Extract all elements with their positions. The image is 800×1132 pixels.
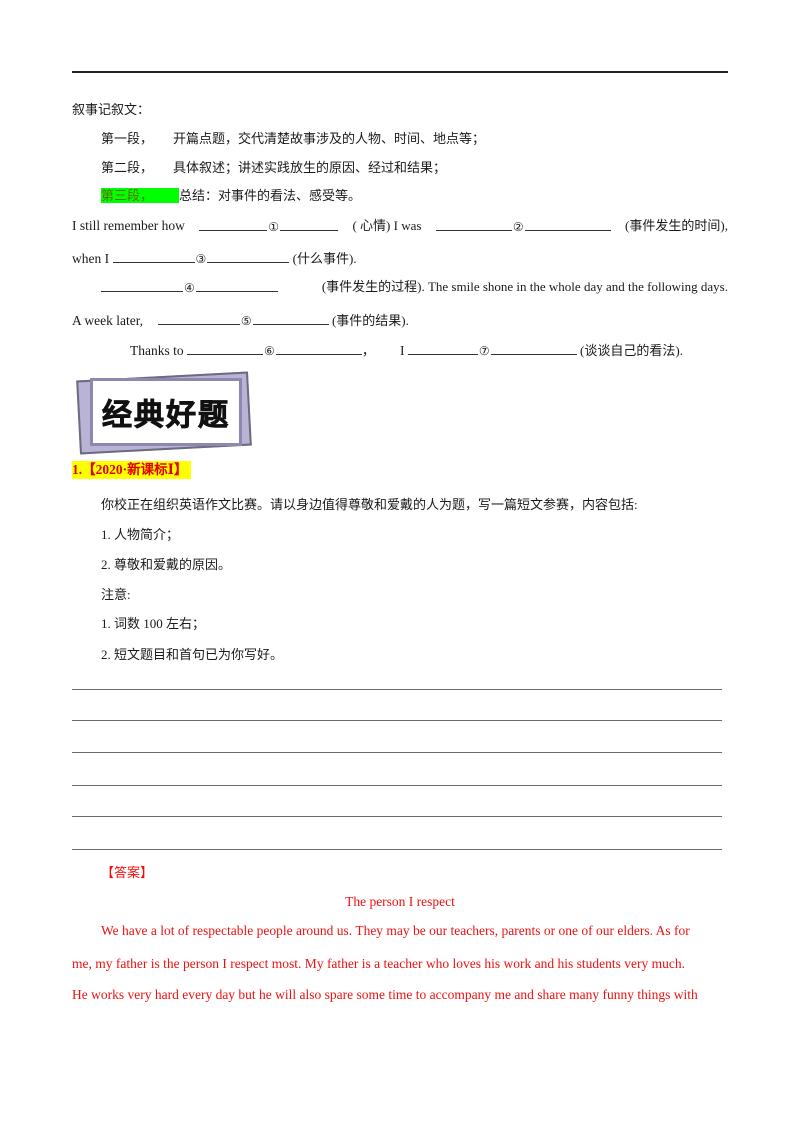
hint-text: (事件发生的时间), [625,218,728,233]
static-text: I [400,343,405,358]
blank-4a[interactable] [101,278,183,292]
answer-line-1: We have a lot of respectable people arou… [101,923,690,938]
outline-item-label: 第二段， [101,160,154,175]
writing-line[interactable] [72,752,722,753]
banner-front-frame: 经典好题 [90,378,242,446]
blank-1b[interactable] [280,217,339,231]
header-rule [72,71,728,73]
outline-item-1: 第一段， 开篇点题，交代清楚故事涉及的人物、时间、地点等； [101,130,485,148]
hint-text: (谈谈自己的看法). [580,343,683,358]
template-line-5: Thanks to ⑥ ， I ⑦ (谈谈自己的看法). [130,341,683,360]
blank-number: ① [268,220,280,234]
outline-item-text: 总结：对事件的看法、感受等。 [179,188,362,203]
answer-line-3: He works very hard every day but he will… [72,987,698,1002]
answer-line-2: me, my father is the person I respect mo… [72,956,685,971]
blank-number: ④ [184,281,195,295]
outline-item-label: 第一段， [101,131,154,146]
static-text: A week later, [72,313,144,328]
blank-5a[interactable] [157,311,240,325]
blank-2a[interactable] [435,217,512,231]
template-line-1: I still remember how ① ( 心情) I was ② (事件… [72,217,728,236]
writing-line[interactable] [72,816,722,817]
writing-line[interactable] [72,689,722,690]
hint-text: (事件发生的过程). The smile shone in the whole … [321,279,728,294]
question-point-1: 1. 人物简介； [101,527,180,542]
template-line-2: when I ③ (什么事件). [72,249,357,268]
question-source-tag: 1.【2020·新课标Ⅰ】 [72,461,192,479]
writing-line[interactable] [72,720,722,721]
template-line-3: ④ (事件发生的过程). The smile shone in the whol… [101,278,728,297]
answer-title: The person I respect [345,894,455,909]
blank-number: ⑥ [264,344,275,358]
hint-text: (事件的结果). [331,313,409,328]
outline-item-3: 第三段，总结：对事件的看法、感受等。 [101,187,361,205]
blank-1a[interactable] [199,217,268,231]
writing-line[interactable] [72,849,722,850]
blank-3b[interactable] [207,249,290,263]
blank-2b[interactable] [524,217,611,231]
blank-6b[interactable] [275,341,362,355]
blank-number: ③ [195,252,207,266]
outline-item-text: 具体叙述；讲述实践放生的原因、经过和结果； [173,160,447,175]
static-text: when I [72,251,110,266]
blank-number: ⑤ [240,314,252,328]
note-1: 1. 词数 100 左右； [101,616,206,631]
question-point-2: 2. 尊敬和爱戴的原因。 [101,557,232,572]
outline-item-text: 开篇点题，交代清楚故事涉及的人物、时间、地点等； [173,131,486,146]
banner-title: 经典好题 [102,398,230,434]
template-line-4: A week later, ⑤ (事件的结果). [72,311,409,330]
blank-number: ② [512,220,524,234]
blank-4b[interactable] [195,278,278,292]
blank-7a[interactable] [407,341,478,355]
static-text: ， [361,343,376,358]
highlighted-label: 第三段， [101,188,180,203]
blank-6a[interactable] [187,341,263,355]
blank-5b[interactable] [252,311,329,325]
outline-item-2: 第二段， 具体叙述；讲述实践放生的原因、经过和结果； [101,159,446,177]
static-text: Thanks to [130,343,184,358]
note-label: 注意: [101,587,131,602]
blank-7b[interactable] [490,341,577,355]
blank-number: ⑦ [478,344,490,358]
note-2: 2. 短文题目和首句已为你写好。 [101,647,284,662]
hint-text: ( 心情) I was [352,218,422,233]
blank-3a[interactable] [112,249,195,263]
static-text: I still remember how [72,218,185,233]
section-banner: 经典好题 [70,370,252,455]
outline-heading: 叙事记叙文： [72,102,151,117]
answer-label: 【答案】 [101,865,154,880]
writing-line[interactable] [72,785,722,786]
hint-text: (什么事件). [292,251,357,266]
question-prompt: 你校正在组织英语作文比赛。请以身边值得尊敬和爱戴的人为题，写一篇短文参赛，内容包… [101,497,638,512]
